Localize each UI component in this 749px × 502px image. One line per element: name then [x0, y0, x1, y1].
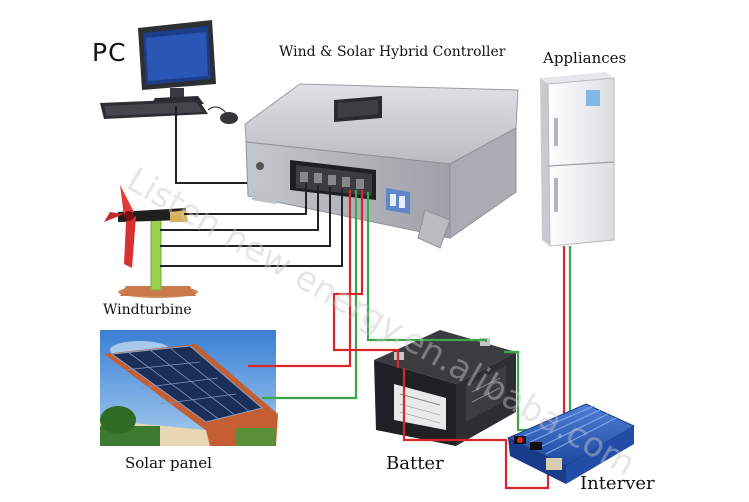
- inverter-label: Interver: [580, 473, 655, 494]
- appliance-wire-green: [568, 246, 584, 414]
- pc-signal-wire: [175, 106, 258, 184]
- appliances-label: Appliances: [543, 49, 627, 67]
- battery-positive-wire: [332, 190, 400, 368]
- battery-negative-wire: [366, 192, 488, 342]
- battery: [374, 330, 516, 446]
- pc-mouse: [207, 106, 238, 124]
- solar-panel: [100, 330, 278, 446]
- turbine-wires: [160, 183, 343, 267]
- hybrid-controller: [244, 83, 519, 249]
- pc-keyboard: [100, 99, 208, 119]
- pc-label: PC: [92, 38, 127, 67]
- solar-negative-wire: [262, 190, 358, 400]
- controller-label: Wind & Solar Hybrid Controller: [279, 44, 506, 60]
- battery-label: Batter: [386, 453, 444, 474]
- inverter: [506, 403, 636, 484]
- solar-panel-label: Solar panel: [125, 454, 212, 472]
- windturbine-label: Windturbine: [103, 302, 192, 318]
- pc-monitor: [138, 20, 216, 106]
- wind-turbine: [104, 185, 198, 298]
- refrigerator: [540, 72, 615, 247]
- solar-positive-wire: [248, 190, 352, 368]
- battery-inverter-positive: [402, 368, 550, 490]
